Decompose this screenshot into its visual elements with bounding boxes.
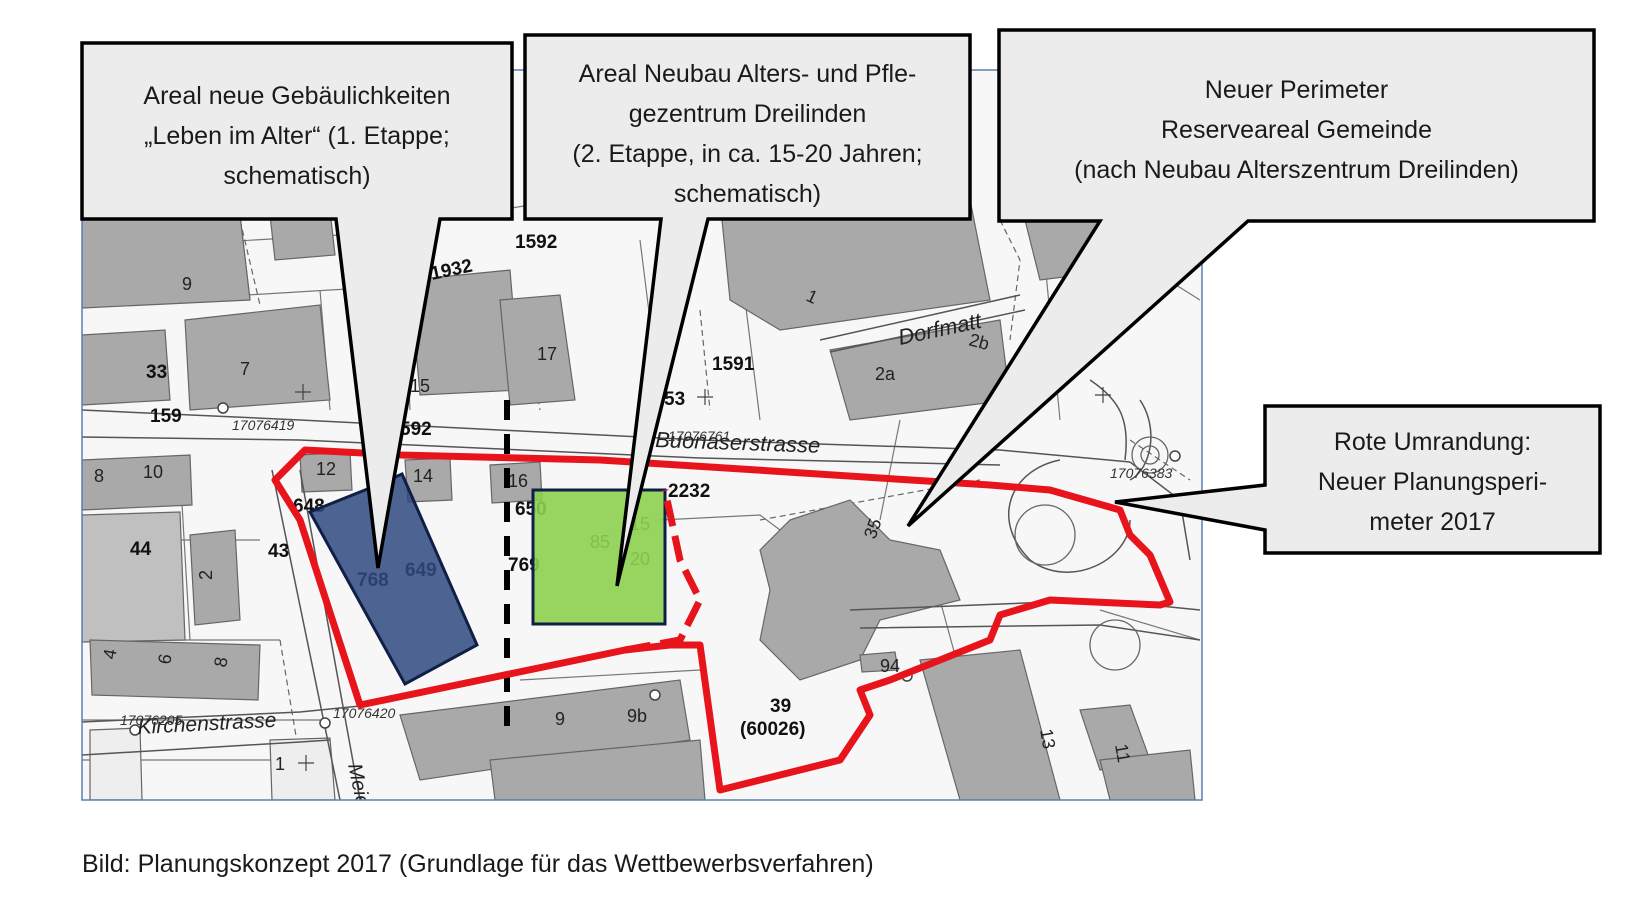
house-number: 1	[275, 754, 285, 774]
callout-2-line-4: schematisch)	[673, 180, 822, 208]
callout-4-line-2: Neuer Planungsperi-	[1317, 468, 1548, 496]
house-number: 4	[99, 647, 120, 660]
parcel-number: 1592	[515, 232, 557, 253]
callout-4-line-3: meter 2017	[1369, 508, 1496, 536]
callout-3-line-3: (nach Neubau Alterszentrum Dreilinden)	[1074, 156, 1519, 184]
callout-3-line-1: Neuer Perimeter	[1204, 76, 1389, 104]
street-label-buonaser: Buonaserstrasse	[655, 427, 821, 458]
callout-4-shape	[1114, 404, 1602, 555]
parcel-number: 1591	[712, 354, 755, 375]
callout-2-line-2: gezentrum Dreilinden	[628, 100, 867, 128]
point-number: 17076419	[232, 417, 295, 433]
cross-markers	[295, 384, 1111, 771]
area-stage-2	[531, 488, 667, 626]
house-number: 17	[537, 344, 557, 364]
parcel-number: 53	[664, 389, 685, 410]
callout-1-line-1: Areal neue Gebäulichkeiten	[143, 82, 451, 110]
house-number: 14	[413, 466, 433, 486]
callout-3-shape	[906, 28, 1596, 528]
house-number: 2	[196, 570, 216, 580]
point-number: 17076205	[120, 712, 183, 728]
house-number: 10	[143, 462, 163, 482]
house-number: 9	[182, 274, 192, 294]
roundabout	[1014, 504, 1076, 566]
house-number: 8	[94, 466, 104, 486]
callout-2-line-1: Areal Neubau Alters- und Pfle-	[578, 60, 917, 88]
parcel-number: 2232	[668, 481, 710, 502]
house-number: 7	[240, 359, 250, 379]
perimeter-dashed-segment	[624, 489, 704, 654]
figure-caption: Bild: Planungskonzept 2017 (Grundlage fü…	[82, 850, 874, 878]
house-number: 13	[1036, 727, 1059, 750]
callout-3-text: Neuer Perimeter Reserveareal Gemeinde (n…	[1003, 70, 1590, 190]
callout-3-line-2: Reserveareal Gemeinde	[1161, 116, 1432, 144]
callout-1-line-3: schematisch)	[223, 162, 371, 190]
point-number: 17076761	[668, 428, 730, 444]
point-number: 17076420	[333, 705, 396, 721]
callout-1-text: Areal neue Gebäulichkeiten „Leben im Alt…	[86, 76, 508, 196]
survey-point-numbers: 17076419 17076383 17076205 17076420 1707…	[120, 417, 1173, 728]
roads	[82, 294, 1201, 800]
parcel-number: 44	[130, 539, 152, 560]
survey-points	[129, 402, 1181, 736]
parcel-number: 33	[146, 362, 167, 383]
house-number: 9b	[627, 706, 647, 726]
house-number: 15	[410, 376, 430, 396]
house-number: 8	[210, 655, 231, 668]
house-number: 16	[508, 471, 528, 491]
parcel-number: (60026)	[740, 719, 806, 740]
callout-2-shape	[523, 33, 972, 587]
buildings	[82, 70, 1202, 800]
callout-2-text: Areal Neubau Alters- und Pfle- gezentrum…	[529, 54, 966, 214]
house-number: 2a	[875, 364, 896, 384]
callout-4-text: Rote Umrandung: Neuer Planungsperi- mete…	[1269, 422, 1596, 542]
point-number: 17076383	[1110, 465, 1173, 481]
roundabout-small	[1131, 436, 1169, 474]
house-number: 9	[555, 709, 565, 729]
house-number: 12	[316, 459, 336, 479]
parcel-number: 39	[770, 696, 791, 717]
house-number: 6	[154, 652, 175, 665]
parcel-number: 159	[150, 406, 182, 427]
house-number: 94	[880, 656, 900, 676]
house-number: 11	[1111, 742, 1134, 764]
callout-shapes	[80, 28, 1602, 587]
callout-1-line-2: „Leben im Alter“ (1. Etappe;	[144, 122, 450, 150]
parcel-number: 592	[400, 419, 432, 440]
callout-4-line-1: Rote Umrandung:	[1333, 428, 1532, 456]
parcel-number: 43	[268, 541, 289, 562]
callout-2-line-3: (2. Etappe, in ca. 15-20 Jahren;	[572, 140, 923, 168]
callout-1-shape	[80, 41, 514, 569]
